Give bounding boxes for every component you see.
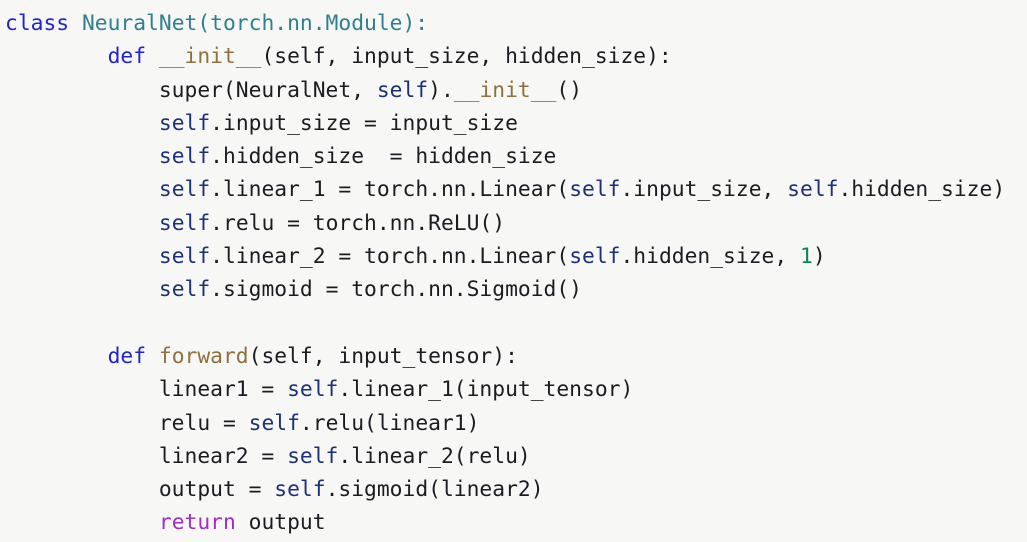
code-token-default: .linear_2(relu) xyxy=(338,443,531,469)
code-token-default: ) xyxy=(812,244,826,270)
code-token-number: 1 xyxy=(800,244,813,270)
code-line: self.sigmoid = torch.nn.Sigmoid() xyxy=(5,273,1027,306)
code-token-default xyxy=(5,510,159,535)
code-token-default: .relu(linear1) xyxy=(299,410,480,436)
code-token-funcname: forward xyxy=(158,343,249,369)
code-token-selfvar: self xyxy=(287,443,339,469)
code-token-selfvar: self xyxy=(158,110,211,136)
code-line: linear2 = self.linear_2(relu) xyxy=(5,440,1027,473)
code-token-default xyxy=(5,144,159,169)
code-token-selfvar: self xyxy=(569,177,621,203)
code-token-keyword: class xyxy=(5,11,82,36)
code-token-selfvar: self xyxy=(158,244,211,270)
code-token-default xyxy=(5,111,159,136)
code-token-default: .linear_2 = torch.nn.Linear( xyxy=(210,244,570,270)
code-line: super(NeuralNet, self).__init__() xyxy=(5,74,1027,107)
code-token-default xyxy=(5,177,159,202)
code-token-default: output xyxy=(248,510,326,536)
code-token-default xyxy=(5,44,108,69)
code-token-default xyxy=(5,244,159,269)
code-token-keyword: def xyxy=(107,343,159,369)
code-line: self.input_size = input_size xyxy=(5,107,1027,140)
code-token-selfvar: self xyxy=(158,210,211,236)
code-token-default: .input_size, xyxy=(620,177,788,203)
code-token-default: () xyxy=(556,77,583,103)
code-token-default: (self, input_tensor): xyxy=(248,343,518,369)
code-line: relu = self.relu(linear1) xyxy=(5,407,1027,440)
code-token-classsig: NeuralNet(torch.nn.Module): xyxy=(81,11,429,36)
code-token-selfvar: self xyxy=(287,377,339,403)
code-token-returnkw: return xyxy=(158,510,249,536)
code-token-default: output = xyxy=(5,477,275,503)
code-token-default: super(NeuralNet, xyxy=(5,77,377,103)
code-token-funcname: __init__ xyxy=(453,77,557,103)
code-token-default: relu = xyxy=(5,410,249,436)
code-line: self.linear_2 = torch.nn.Linear(self.hid… xyxy=(5,240,1027,273)
code-token-default: .relu = torch.nn.ReLU() xyxy=(210,210,506,236)
code-token-default: .input_size = input_size xyxy=(210,110,518,136)
code-line: self.hidden_size = hidden_size xyxy=(5,140,1027,173)
code-line: linear1 = self.linear_1(input_tensor) xyxy=(5,373,1027,406)
code-token-default xyxy=(5,277,159,302)
code-line: self.relu = torch.nn.ReLU() xyxy=(5,207,1027,240)
code-line xyxy=(5,307,1027,340)
code-token-selfvar: self xyxy=(248,410,300,436)
code-token-default: .linear_1 = torch.nn.Linear( xyxy=(210,177,570,203)
code-token-default: .linear_1(input_tensor) xyxy=(338,377,634,403)
code-line: return output xyxy=(5,506,1027,539)
code-token-default: (self, input_size, hidden_size): xyxy=(261,44,672,70)
code-token-default: linear2 = xyxy=(5,443,288,469)
code-token-default: .hidden_size, xyxy=(620,244,800,270)
code-token-default: .hidden_size = hidden_size xyxy=(210,144,557,170)
code-token-default: .hidden_size) xyxy=(838,177,1006,203)
code-token-default: .sigmoid = torch.nn.Sigmoid() xyxy=(210,277,583,303)
code-line: output = self.sigmoid(linear2) xyxy=(5,473,1027,506)
code-token-selfvar: self xyxy=(569,244,621,270)
code-token-selfvar: self xyxy=(158,177,211,203)
code-token-default: linear1 = xyxy=(5,377,288,403)
code-line: def __init__(self, input_size, hidden_si… xyxy=(5,40,1027,73)
code-token-selfvar: self xyxy=(787,177,839,203)
code-token-selfvar: self xyxy=(158,277,211,303)
code-token-default xyxy=(5,211,159,236)
code-token-selfvar: self xyxy=(274,477,326,503)
code-token-default xyxy=(5,344,108,369)
code-line: self.linear_1 = torch.nn.Linear(self.inp… xyxy=(5,173,1027,206)
code-token-default: ). xyxy=(428,77,454,103)
code-token-funcname: __init__ xyxy=(158,44,262,70)
code-token-selfvar: self xyxy=(158,144,211,170)
code-token-selfvar: self xyxy=(376,77,429,103)
code-line: class NeuralNet(torch.nn.Module): xyxy=(5,7,1027,40)
code-token-keyword: def xyxy=(107,44,159,70)
code-line: def forward(self, input_tensor): xyxy=(5,340,1027,373)
code-token-default: .sigmoid(linear2) xyxy=(325,477,544,503)
